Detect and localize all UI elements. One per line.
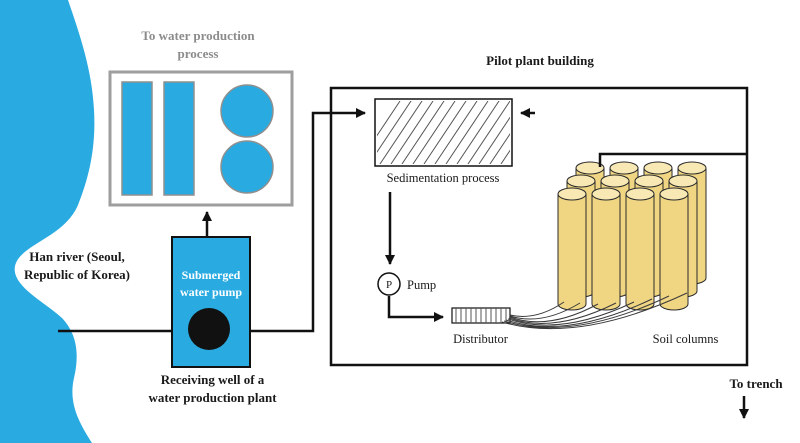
water-production-unit: [108, 70, 294, 207]
clarifier-1: [220, 84, 274, 138]
submerged-pump-circle: [188, 308, 230, 350]
sedimentation-label: Sedimentation process: [386, 171, 500, 185]
basin-1: [121, 81, 153, 196]
water-production-caption: To water production process: [141, 28, 255, 61]
pump-label: Pump: [407, 278, 437, 292]
sedimentation-hatch: [377, 101, 510, 164]
basin-2: [163, 81, 195, 196]
clarifier-2: [220, 140, 274, 194]
soil-column: [659, 187, 689, 311]
flow-arrow-well-to-sedimentation: [250, 108, 366, 333]
soil-column: [625, 187, 655, 311]
to-trench-label: To trench: [729, 376, 783, 391]
receiving-well-caption: Receiving well of a water production pla…: [148, 372, 277, 405]
soil-columns-label: Soil columns: [652, 332, 719, 346]
han-river-shape: [0, 0, 95, 443]
soil-columns-group: [557, 161, 707, 311]
sedimentation-box: [374, 98, 513, 167]
distributor-tubing: [501, 292, 688, 330]
distributor-unit: [451, 307, 511, 324]
submerged-pump-label: Submerged water pump: [179, 268, 243, 299]
pump-circle: [377, 272, 401, 296]
pump-symbol: P: [385, 279, 393, 291]
receiving-well-unit: [171, 236, 251, 368]
flow-line-columns-to-wall: [598, 152, 746, 167]
soil-column: [557, 187, 587, 311]
sedimentation-unit: [374, 98, 535, 167]
flow-arrow-pump-to-distributor: [387, 296, 444, 322]
pilot-plant-title: Pilot plant building: [486, 53, 594, 68]
distributor-hatch: [455, 308, 507, 323]
han-river-label: Han river (Seoul, Republic of Korea): [24, 249, 130, 282]
distributor-label: Distributor: [453, 332, 508, 346]
soil-column: [591, 187, 621, 311]
